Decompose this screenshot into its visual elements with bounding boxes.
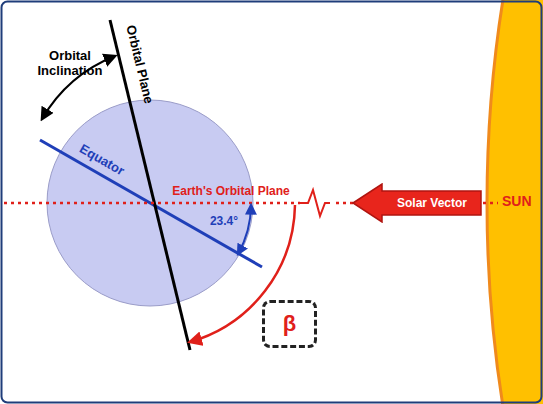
break-symbol	[300, 190, 330, 216]
angle-label: 23.4°	[210, 215, 238, 229]
earth-orbital-plane-line	[4, 202, 300, 205]
arrow-outline	[353, 184, 481, 222]
sun-node: SUN	[500, 193, 534, 209]
node-text: SUN	[500, 193, 534, 209]
angle-arc	[238, 205, 251, 254]
orbital-plane-label: Earth's Orbital Plane	[172, 185, 290, 199]
solar-vector-arrow: Solar Vector	[352, 183, 482, 223]
sun-disc	[487, 0, 543, 404]
inclination-label: Orbital Inclination	[27, 49, 113, 79]
node-text: Solar Vector	[397, 196, 467, 210]
beta-box: β	[262, 300, 317, 348]
node-text: β	[283, 311, 296, 337]
